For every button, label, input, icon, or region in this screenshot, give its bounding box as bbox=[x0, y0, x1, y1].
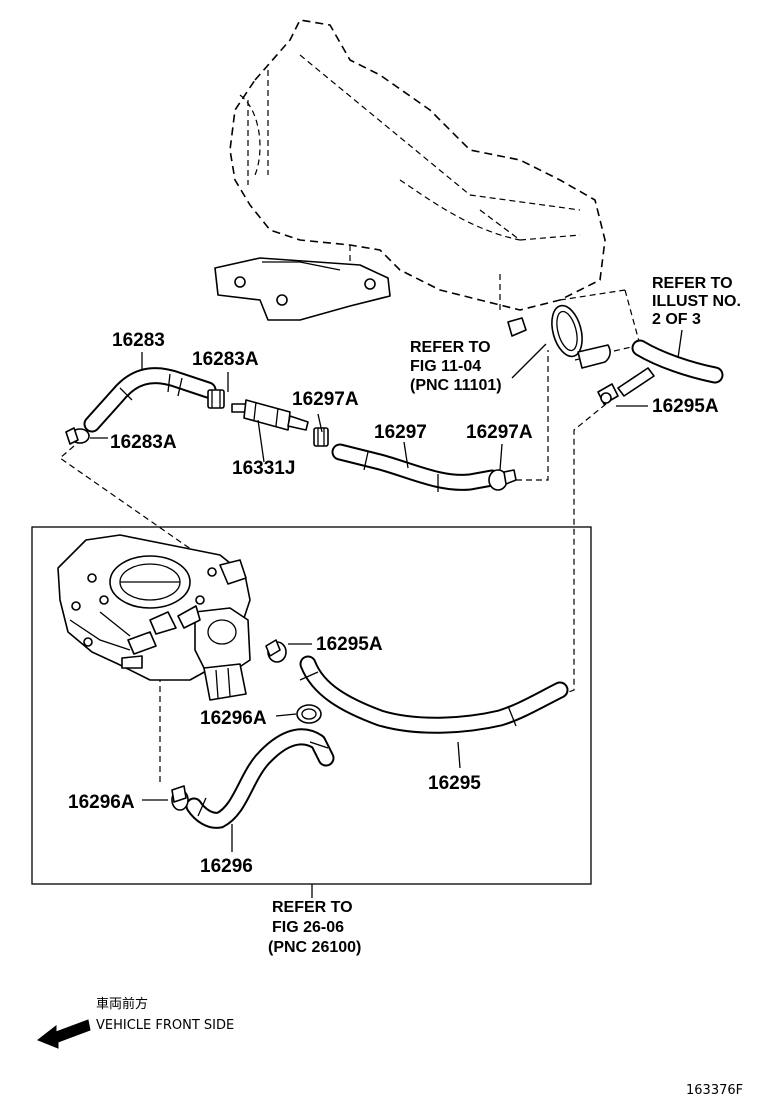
label-16296A-left: 16296A bbox=[68, 792, 135, 813]
label-16295: 16295 bbox=[428, 773, 481, 794]
clamp-16295A-box bbox=[265, 639, 287, 663]
svg-text:REFER TO: REFER TO bbox=[272, 899, 353, 916]
hose-16296 bbox=[185, 728, 335, 829]
svg-text:2 OF 3: 2 OF 3 bbox=[652, 311, 701, 328]
hose-16283 bbox=[83, 367, 217, 433]
front-label-en: VEHICLE FRONT SIDE bbox=[96, 1018, 234, 1033]
front-label-jp: 車両前方 bbox=[96, 996, 148, 1012]
label-16283: 16283 bbox=[112, 330, 165, 351]
label-16297: 16297 bbox=[374, 422, 427, 443]
label-16283A-top: 16283A bbox=[192, 349, 259, 370]
label-16297A-left: 16297A bbox=[292, 389, 359, 410]
label-16331J: 16331J bbox=[232, 458, 295, 479]
clamp-16283A-left bbox=[65, 427, 90, 445]
clamp-16296A-left bbox=[171, 785, 189, 811]
hose-16297 bbox=[331, 443, 501, 492]
svg-text:FIG 11-04: FIG 11-04 bbox=[410, 358, 481, 375]
label-16295A-right: 16295A bbox=[652, 396, 719, 417]
label-16297A-right: 16297A bbox=[466, 422, 533, 443]
hose-16295 bbox=[299, 655, 569, 734]
leader-lines bbox=[90, 329, 683, 898]
vehicle-front-indicator: 車両前方 VEHICLE FRONT SIDE bbox=[37, 996, 234, 1049]
arrow-front-icon bbox=[37, 1019, 91, 1049]
svg-text:(PNC 26100): (PNC 26100) bbox=[268, 939, 361, 956]
svg-text:ILLUST NO.: ILLUST NO. bbox=[652, 293, 741, 310]
ref-fig-26-06: REFER TO FIG 26-06 (PNC 26100) bbox=[268, 899, 361, 956]
svg-text:REFER TO: REFER TO bbox=[652, 275, 733, 292]
label-16295A-box: 16295A bbox=[316, 634, 383, 655]
vsv-filter-16331J bbox=[231, 399, 309, 431]
hose-offpage bbox=[597, 339, 724, 405]
svg-text:FIG 26-06: FIG 26-06 bbox=[272, 919, 344, 936]
label-16296A-top: 16296A bbox=[200, 708, 267, 729]
label-16283A-left: 16283A bbox=[110, 432, 177, 453]
air-duct bbox=[551, 289, 641, 369]
clamp-16296A-top bbox=[296, 704, 322, 724]
clamp-16297A-left bbox=[313, 427, 329, 447]
ref-illust-2-of-3: REFER TO ILLUST NO. 2 OF 3 bbox=[652, 275, 741, 328]
svg-text:(PNC 11101): (PNC 11101) bbox=[410, 377, 502, 394]
intake-manifold bbox=[214, 19, 606, 337]
clamp-16297A-right bbox=[488, 469, 517, 491]
label-16296: 16296 bbox=[200, 856, 253, 877]
figure-code: 163376F bbox=[686, 1083, 743, 1098]
throttle-body bbox=[57, 534, 251, 701]
svg-text:REFER TO: REFER TO bbox=[410, 339, 491, 356]
ref-fig-11-04: REFER TO FIG 11-04 (PNC 11101) bbox=[410, 339, 502, 394]
clamp-16283A-top bbox=[207, 389, 225, 409]
